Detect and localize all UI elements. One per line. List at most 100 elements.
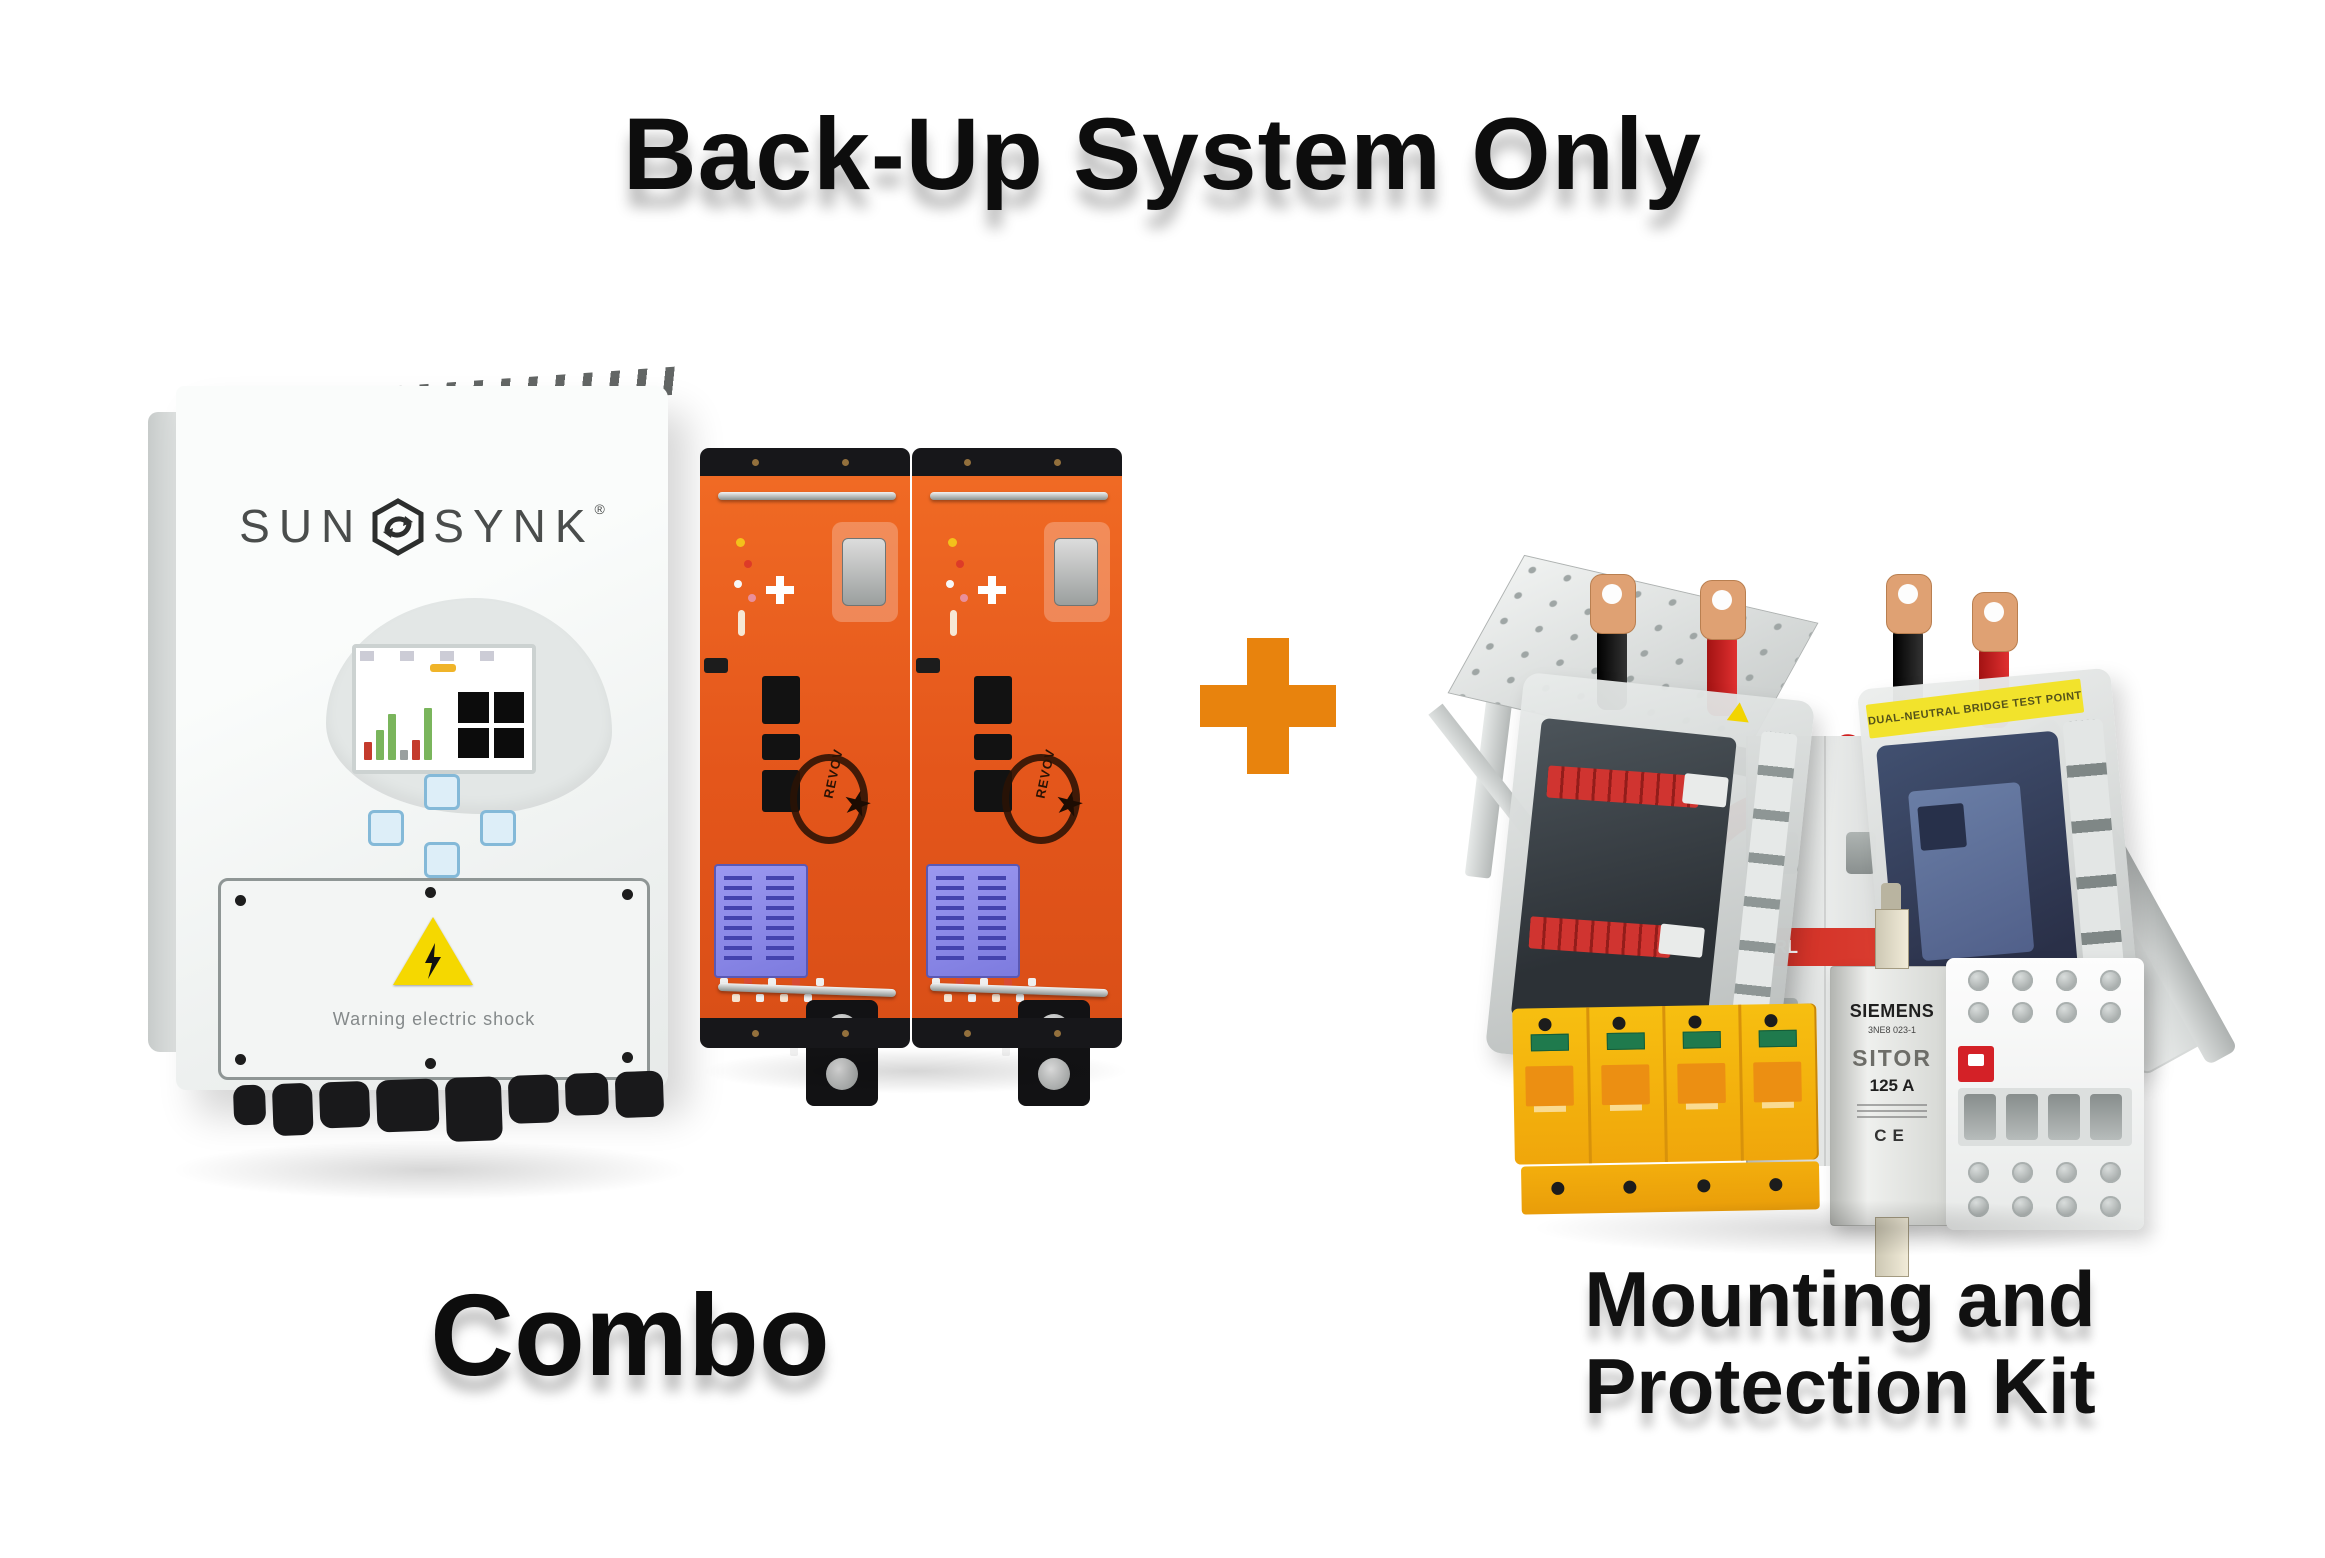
button-up[interactable] xyxy=(424,774,460,810)
battery-handle-top[interactable] xyxy=(718,492,896,500)
comm-port[interactable] xyxy=(762,734,800,760)
indicator-dot xyxy=(732,994,740,1002)
comm-port[interactable] xyxy=(974,676,1012,724)
indicator-dot xyxy=(792,978,800,986)
terminal-screw[interactable] xyxy=(2012,1002,2033,1023)
screw-icon xyxy=(622,889,633,900)
spd-module-label xyxy=(1677,1062,1726,1104)
screw-icon xyxy=(1688,1015,1702,1029)
indicator-dot xyxy=(816,978,824,986)
terminal-screw[interactable] xyxy=(2100,970,2121,991)
screw-icon xyxy=(964,1030,971,1037)
terminal-screw[interactable] xyxy=(2100,1002,2121,1023)
terminal-screw[interactable] xyxy=(1968,1002,1989,1023)
enclosure-window xyxy=(1510,717,1737,1037)
screw-icon xyxy=(1697,1179,1711,1193)
button-left[interactable] xyxy=(368,810,404,846)
breaker-toggle[interactable] xyxy=(2090,1094,2122,1140)
positive-terminal xyxy=(1054,538,1098,606)
indicator-dot xyxy=(804,994,812,1002)
indicator-dot xyxy=(968,994,976,1002)
breaker-toggle[interactable] xyxy=(2006,1094,2038,1140)
four-pole-breaker xyxy=(1946,958,2144,1230)
side-port xyxy=(916,658,940,673)
breaker-toggle[interactable] xyxy=(2048,1094,2080,1140)
screw-icon xyxy=(1054,1030,1061,1037)
indicator-dot xyxy=(744,978,752,986)
bar xyxy=(388,714,396,760)
screw-icon xyxy=(1612,1016,1626,1030)
terminal-screw[interactable] xyxy=(2012,1196,2033,1217)
lcd-text-column xyxy=(936,876,964,964)
cable-lug-black xyxy=(1886,574,1932,710)
battery-handle-top[interactable] xyxy=(930,492,1108,500)
sunsynk-logo-right: SYNK xyxy=(433,500,595,552)
lcd-bar-graph xyxy=(364,690,442,760)
screw-icon xyxy=(1769,1177,1783,1192)
breaker-row xyxy=(1546,765,1701,808)
led-indicator xyxy=(734,580,742,588)
breaker-toggle-band xyxy=(1958,1088,2132,1146)
screw-icon xyxy=(1538,1017,1552,1032)
indicator-dot xyxy=(1004,978,1012,986)
terminal-screw[interactable] xyxy=(2100,1162,2121,1183)
bar xyxy=(424,708,432,760)
terminal-screw[interactable] xyxy=(2056,1162,2077,1183)
terminal-screw[interactable] xyxy=(2056,1002,2077,1023)
screw-icon xyxy=(235,1054,246,1065)
comm-port[interactable] xyxy=(974,734,1012,760)
comm-port[interactable] xyxy=(762,676,800,724)
grid-cell xyxy=(458,692,489,723)
fuse-blade-top xyxy=(1875,909,1909,969)
screw-icon xyxy=(1623,1180,1637,1194)
terminal-screw[interactable] xyxy=(1968,970,1989,991)
fuse-rating: 125 A xyxy=(1869,1076,1915,1095)
fuse-top-screw xyxy=(1881,883,1901,913)
lcd-text-column xyxy=(978,876,1006,964)
terminal-screw[interactable] xyxy=(2100,1196,2121,1217)
indicator-dot xyxy=(980,978,988,986)
bar xyxy=(412,740,420,760)
stamp-ring xyxy=(1002,754,1080,844)
battery-module-2: REVOV ★ xyxy=(912,448,1122,1106)
button-right[interactable] xyxy=(480,810,516,846)
spd-status-window xyxy=(1758,1029,1797,1048)
spd-status-window xyxy=(1530,1033,1569,1052)
stamp-ring xyxy=(790,754,868,844)
inverter-shadow xyxy=(170,1140,690,1200)
terminal-screw[interactable] xyxy=(2012,970,2033,991)
positive-terminal xyxy=(842,538,886,606)
kit-shadow xyxy=(1530,1200,2170,1256)
screw-icon xyxy=(752,1030,759,1037)
copper-lug-icon xyxy=(1590,574,1636,634)
registered-mark: ® xyxy=(594,501,605,517)
badge-glyph xyxy=(1968,1054,1984,1066)
led-indicator xyxy=(948,538,957,547)
inverter-wiring-cover: Warning electric shock xyxy=(218,878,650,1080)
sync-hexagon-icon xyxy=(372,498,424,556)
indicator-dot xyxy=(756,994,764,1002)
indicator-dot xyxy=(768,978,776,986)
terminal-screw[interactable] xyxy=(2056,970,2077,991)
terminal-screw[interactable] xyxy=(1968,1162,1989,1183)
terminal-screw[interactable] xyxy=(2012,1162,2033,1183)
siemens-fuse: SIEMENS 3NE8 023-1 SITOR 125 A CE xyxy=(1830,883,1954,1277)
breaker-module xyxy=(1658,923,1705,958)
lug-hole xyxy=(1984,602,2004,622)
battery-bottom-cap xyxy=(912,1018,1122,1048)
terminal-screw[interactable] xyxy=(2056,1196,2077,1217)
gland xyxy=(272,1082,314,1137)
terminal-screw[interactable] xyxy=(1968,1196,1989,1217)
lug-hole xyxy=(1898,584,1918,604)
grid-cell xyxy=(493,692,524,723)
bar xyxy=(364,742,372,760)
button-enter[interactable] xyxy=(424,842,460,878)
test-point-label: DUAL-NEUTRAL BRIDGE TEST POINT xyxy=(1865,678,2085,739)
screw-icon xyxy=(842,459,849,466)
breaker-toggle[interactable] xyxy=(1964,1094,1996,1140)
warning-caption: Warning electric shock xyxy=(332,1009,536,1029)
module-divider xyxy=(1586,1007,1592,1164)
